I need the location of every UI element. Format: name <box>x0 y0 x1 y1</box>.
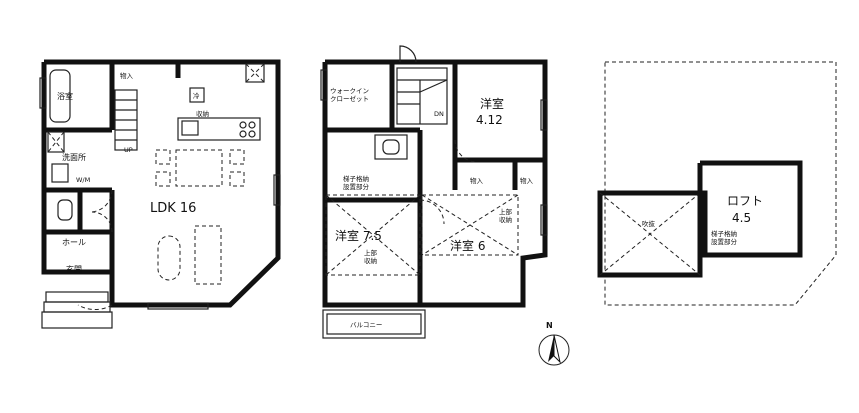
fridge <box>189 87 205 103</box>
toilet <box>382 139 400 155</box>
label-fridge: 冷 <box>193 91 200 100</box>
toilet <box>57 199 73 221</box>
wash-basin <box>51 163 69 183</box>
window <box>273 174 281 206</box>
label-room-75-note-2: 収納 <box>364 256 377 265</box>
label-closet-b: 物入 <box>520 176 534 185</box>
label-up: UP <box>124 146 133 154</box>
label-stair-dn: DN <box>434 110 444 118</box>
label-walkin-2: クローゼット <box>330 94 369 103</box>
loft-plan: ロフト 4.5 吹抜 梯子格納 設置部分 <box>597 61 837 306</box>
loft-outline <box>604 61 837 306</box>
label-room-75: 洋室 7.5 <box>335 228 382 243</box>
dining-chair <box>155 149 171 165</box>
label-room-6-note-2: 収納 <box>499 215 512 224</box>
label-entrance: 玄関 <box>66 264 82 274</box>
label-room-412: 洋室 <box>480 96 504 111</box>
label-ladder-2: 設置部分 <box>343 182 370 191</box>
loft-opening <box>597 190 703 278</box>
label-walkin: ウォークイン <box>330 87 369 95</box>
label-room-412-size: 4.12 <box>476 113 503 127</box>
label-kitchen: 収納 <box>196 109 209 118</box>
floor1-stairs <box>114 89 138 151</box>
dining-table <box>175 149 223 187</box>
window <box>39 77 47 109</box>
door-swing <box>77 304 113 311</box>
kitchen-counter <box>177 117 261 141</box>
loft-ladder-2: 設置部分 <box>711 237 738 246</box>
dining-chair <box>155 171 171 187</box>
bathtub <box>49 69 71 123</box>
label-room-6: 洋室 6 <box>450 238 485 253</box>
storage-corner <box>245 63 265 83</box>
upper-storage <box>421 194 519 256</box>
stove-burner <box>239 121 247 129</box>
label-ladder-1: 梯子格納 <box>343 174 369 183</box>
door-swing <box>89 189 113 213</box>
loft-room <box>697 160 803 258</box>
label-hall: ホール <box>62 238 86 247</box>
compass-north: N <box>546 321 553 330</box>
floor2-outer-wall <box>322 59 548 308</box>
north-compass: N <box>538 321 570 366</box>
stove-burner <box>248 130 256 138</box>
window <box>147 302 209 310</box>
window <box>540 99 548 131</box>
upper-storage <box>325 194 421 276</box>
door-top <box>399 45 417 63</box>
label-balcony: バルコニー <box>350 321 382 329</box>
floor1-plan: 浴室 物入 冷 収納 UP 洗面所 W/M ホール 玄関 LDK 16 <box>39 59 281 329</box>
door-swing <box>454 139 478 163</box>
label-closet-a: 物入 <box>470 176 484 185</box>
window <box>540 204 548 236</box>
entrance-steps <box>41 291 113 329</box>
label-washroom: 洗面所 <box>62 152 86 162</box>
window <box>320 69 328 101</box>
stove-burner <box>239 130 247 138</box>
loft-opening-label: 吹抜 <box>642 219 656 228</box>
floor2-plan: ウォークイン クローゼット 洋室 4.12 DN 物入 物入 梯子格納 設置部分… <box>320 45 548 339</box>
dining-chair <box>229 149 245 165</box>
door-swing <box>419 199 445 225</box>
label-ldk: LDK 16 <box>150 201 196 216</box>
storage <box>47 131 65 153</box>
floor1-outer-wall <box>41 59 281 308</box>
toilet-room <box>374 134 408 160</box>
label-room-75-note: 上部 <box>364 248 378 257</box>
sofa <box>194 225 222 285</box>
label-closet: 物入 <box>120 71 134 80</box>
kitchen-sink <box>181 120 199 136</box>
compass-arrow-icon <box>548 335 554 362</box>
loft-size: 4.5 <box>732 211 751 225</box>
label-wm: W/M <box>76 176 90 184</box>
label-bath: 浴室 <box>57 91 73 101</box>
coffee-table <box>157 235 181 281</box>
balcony <box>322 309 426 339</box>
door-swing <box>91 211 113 233</box>
dining-chair <box>229 171 245 187</box>
floor2-stairs <box>396 67 448 125</box>
loft-title: ロフト <box>727 194 763 208</box>
label-room-6-note: 上部 <box>499 207 513 216</box>
stove-burner <box>248 121 256 129</box>
balcony-inner <box>326 313 422 335</box>
loft-ladder-1: 梯子格納 <box>711 229 737 238</box>
